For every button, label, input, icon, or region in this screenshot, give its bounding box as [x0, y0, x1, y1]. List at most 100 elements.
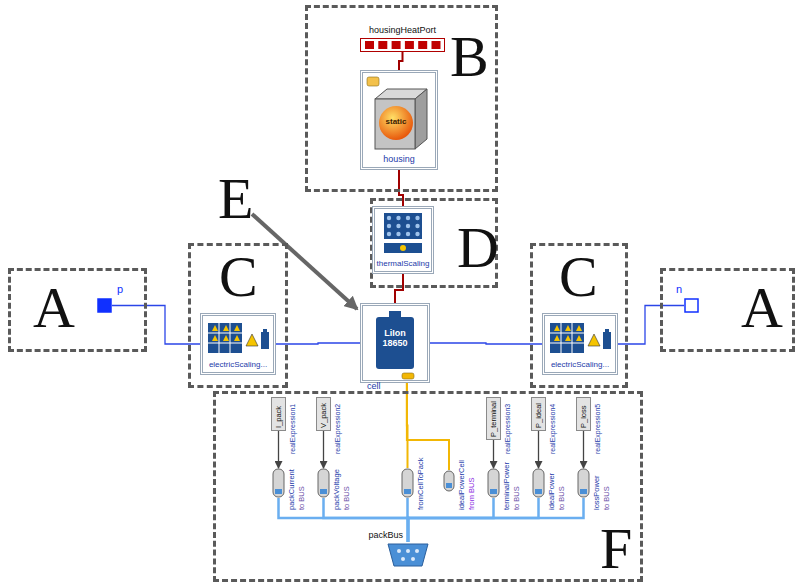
icon-part — [261, 332, 269, 349]
scaling-block: thermalScaling — [372, 206, 434, 274]
symbol-text: static — [386, 118, 407, 126]
expression-name: P_terminal — [489, 401, 498, 437]
icon-part — [386, 542, 430, 568]
scaling-block: electricScaling... — [542, 313, 618, 375]
icon-part — [446, 483, 452, 488]
icon-part — [378, 41, 387, 49]
icon-part — [397, 549, 401, 553]
icon-part — [396, 216, 400, 220]
bus-direction: to BUS — [342, 486, 351, 510]
bus-adapter: idealPowerto BUS — [532, 468, 545, 498]
icon-part — [400, 245, 406, 251]
expression-name: I_pack — [274, 406, 283, 428]
instance-name: fromCellToPack — [416, 457, 425, 510]
bus-adapter: fromCellToPack — [401, 468, 414, 498]
bus-direction: to BUS — [602, 486, 611, 510]
icon-part — [320, 489, 327, 494]
connector — [583, 431, 584, 468]
icon-part — [535, 489, 542, 494]
icon — [443, 470, 455, 492]
icon-part — [443, 470, 455, 492]
icon-part — [388, 544, 428, 566]
icon-part — [272, 468, 285, 498]
connector — [323, 431, 324, 468]
expression-block: V_packrealExpression2 — [316, 397, 331, 431]
icon-part — [212, 325, 218, 331]
icon — [97, 298, 112, 313]
icon-part — [411, 557, 415, 561]
icon-part — [246, 334, 258, 346]
icon-part — [565, 335, 571, 341]
icon — [684, 298, 699, 313]
component-name: electricScaling... — [209, 361, 267, 370]
icon-part — [554, 325, 560, 331]
region-letter: C — [219, 248, 258, 306]
connector — [430, 343, 542, 344]
icon-part — [550, 323, 584, 353]
icon-part — [365, 41, 374, 49]
bus-adapter: packVoltageto BUS — [317, 468, 330, 498]
instance-name: realExpression1 — [289, 404, 296, 454]
housing-block: static housing — [360, 70, 438, 170]
icon-part — [603, 332, 611, 349]
icon-part — [389, 311, 401, 317]
icon-part — [684, 298, 699, 313]
connector — [399, 52, 403, 70]
port-name: housingHeatPort — [369, 26, 436, 35]
region-frame: CelectricScaling... — [188, 243, 288, 388]
pin-port: n — [684, 298, 699, 313]
icon-part — [401, 557, 405, 561]
icon-part — [577, 468, 590, 498]
pin-name: p — [117, 284, 123, 295]
icon-part — [415, 232, 419, 236]
connector — [407, 383, 449, 470]
icon-part — [415, 224, 419, 228]
cell-block: LiIon 18650cell — [360, 303, 430, 383]
icon-part — [404, 489, 411, 494]
instance-name: packVoltage — [332, 469, 341, 510]
icon — [401, 468, 414, 498]
icon-part — [415, 216, 419, 220]
icon — [272, 468, 285, 498]
icon-part — [208, 323, 242, 353]
bus-name: packBus — [368, 531, 403, 540]
icon-part — [576, 335, 582, 341]
icon-part — [406, 232, 410, 236]
cell-type: LiIon 18650 — [376, 328, 414, 349]
icon-part — [273, 469, 284, 497]
region-letter: D — [457, 219, 499, 277]
callout-arrow — [252, 214, 357, 309]
instance-name: realExpression5 — [594, 404, 601, 454]
region-letter: C — [559, 248, 598, 306]
icon-part — [392, 41, 401, 49]
region-frame: An — [660, 268, 795, 352]
icon-part — [97, 298, 112, 313]
instance-name: packCurrent — [287, 469, 296, 510]
icon-part — [406, 224, 410, 228]
region-frame: DthermalScaling — [370, 198, 498, 288]
callout-letter: E — [218, 170, 253, 228]
icon-part — [387, 232, 391, 236]
expression-name: V_pack — [319, 403, 328, 428]
icon-part — [375, 99, 415, 149]
bus-connector: packBus — [386, 542, 430, 568]
instance-name: idealPowerCell — [457, 460, 466, 510]
icon-part — [685, 299, 698, 312]
icon-part — [212, 335, 218, 341]
connector — [493, 440, 494, 468]
icon-part — [487, 468, 500, 498]
icon-part — [605, 329, 609, 332]
bus-direction: to BUS — [557, 486, 566, 510]
icon-part — [533, 469, 544, 497]
icon-part — [223, 325, 229, 331]
icon-part — [405, 41, 414, 49]
instance-name: terminalPower — [502, 462, 511, 510]
connector — [538, 431, 539, 468]
icon-part — [367, 77, 379, 86]
icon-part — [263, 329, 267, 332]
bus-adapter: packCurrentto BUS — [272, 468, 285, 498]
icon-part — [376, 317, 414, 369]
instance-name: realExpression3 — [504, 404, 511, 454]
icon-part — [588, 334, 600, 346]
component-name: housing — [383, 155, 415, 165]
